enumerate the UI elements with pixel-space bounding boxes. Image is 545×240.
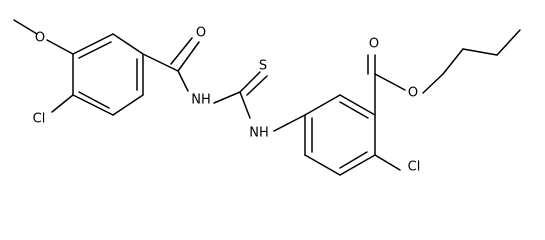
left-benzene-ring — [72, 33, 144, 116]
chloro-left-bond — [51, 94, 74, 113]
methoxy-group — [13, 19, 74, 55]
methoxy-oxygen-label: O — [35, 31, 45, 46]
thiourea-linker — [213, 71, 306, 132]
ester-carbonyl-oxygen-label: O — [369, 37, 379, 52]
amide-nh-label: NH — [191, 93, 211, 108]
chemical-structure: O Cl O NH S NH O O Cl — [13, 19, 521, 176]
chloro-right-bond — [374, 154, 401, 171]
thiourea-nh-label: NH — [249, 126, 269, 141]
ester-oxygen-label: O — [408, 86, 418, 101]
amide-carbonyl — [142, 37, 200, 92]
ester-group — [367, 54, 444, 116]
thione-sulfur-label: S — [259, 59, 267, 74]
right-benzene-ring — [304, 94, 376, 176]
chloro-left-label: Cl — [33, 112, 46, 127]
chloro-right-label: Cl — [408, 160, 421, 175]
amide-oxygen-label: O — [196, 26, 206, 41]
butyl-chain — [442, 29, 521, 75]
